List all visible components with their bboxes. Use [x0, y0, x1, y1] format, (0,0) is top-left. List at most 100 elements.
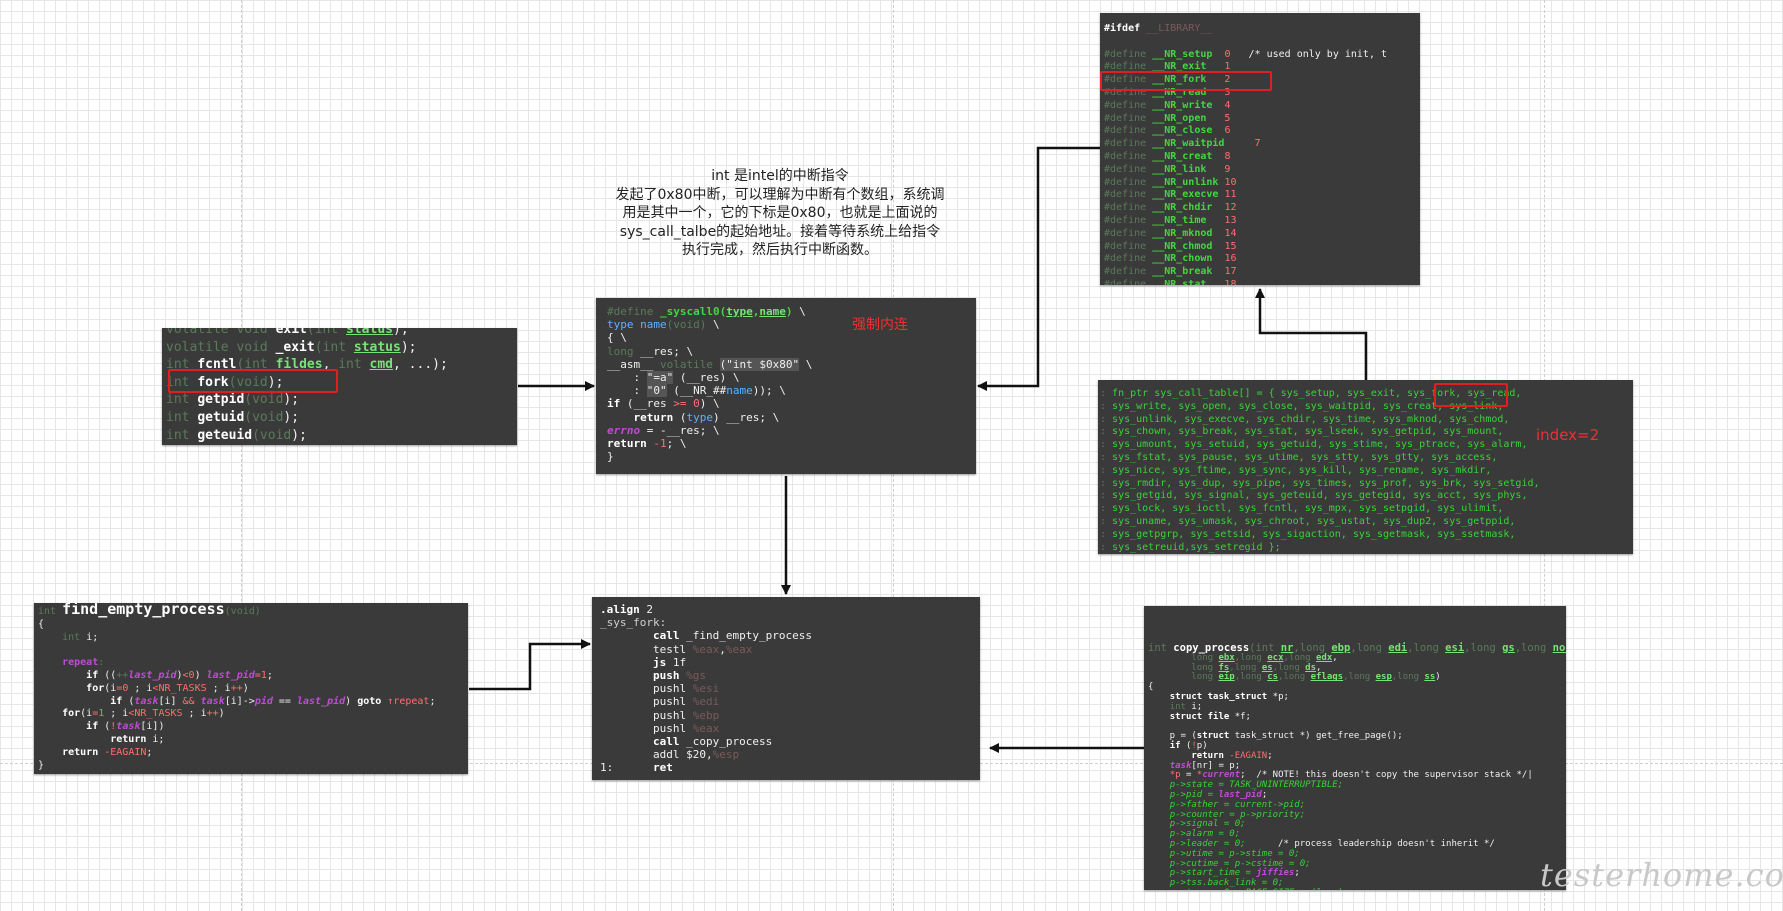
code-token: geteuid — [197, 427, 253, 443]
code-token: return — [62, 746, 105, 758]
code-token: ); — [393, 328, 409, 337]
code-token: { — [38, 618, 45, 630]
code-token: for — [86, 682, 105, 694]
code-line: #define __NR_stat 18 — [1104, 279, 1416, 285]
code-token: /* used only by init, t — [1230, 48, 1388, 60]
code-line: #define __NR_break 17 — [1104, 266, 1416, 279]
code-line: #define __NR_mknod 14 — [1104, 228, 1416, 241]
code-token: ; \ — [666, 437, 687, 451]
code-token: long — [1191, 672, 1219, 683]
code-line: #ifdef __LIBRARY__ — [1104, 23, 1416, 36]
code-token: #define — [1104, 61, 1153, 73]
code-token: type — [726, 305, 753, 318]
code-token: int — [166, 392, 198, 408]
code-token: _copy_process — [686, 735, 773, 749]
code-line: return -EAGAIN; — [38, 747, 464, 760]
code-token: sys_unlink, sys_execve, sys_chdir, sys_t… — [1112, 413, 1510, 425]
code-token: \ — [799, 357, 813, 371]
code-line: #define __NR_close 6 — [1104, 125, 1416, 138]
code-token: (void — [244, 392, 284, 408]
code-token: 7 — [1254, 138, 1261, 150]
code-token — [1148, 868, 1170, 878]
code-token: *p; — [1272, 691, 1289, 702]
code-block: int copy_process(int nr,long ebp,long ed… — [1144, 606, 1566, 890]
code-token: p->alarm = 0; — [1169, 829, 1241, 840]
code-token: ebx — [1218, 652, 1235, 663]
code-token: __NR_link — [1152, 163, 1207, 175]
code-token: return — [110, 733, 153, 745]
code-token: ); — [283, 392, 300, 408]
code-line: push %gs — [600, 669, 972, 682]
code-token: last_pid — [1218, 789, 1262, 800]
code-token: current — [1202, 770, 1241, 781]
code-token: esp — [1375, 672, 1392, 683]
code-line: long fs,long es,long ds, — [1148, 662, 1562, 674]
code-token: ,long — [1234, 652, 1268, 663]
code-token: ; — [1267, 750, 1273, 761]
code-token: task_struct *) get_free_page(); — [1234, 731, 1403, 742]
code-token: (__res — [626, 397, 674, 411]
code-token: : — [1100, 528, 1113, 540]
code-token: %esi — [692, 682, 720, 696]
code-line: repeat: — [38, 657, 464, 670]
code-token: ( — [104, 682, 111, 694]
code-token — [1212, 151, 1224, 162]
code-token: edi — [1388, 642, 1408, 654]
code-token: [nr] = p; — [1191, 760, 1241, 771]
code-token — [600, 709, 653, 722]
code-line: #define __NR_setup 0 /* used only by ini… — [1104, 49, 1416, 62]
code-token: { — [1148, 682, 1154, 693]
code-token: 11 — [1224, 189, 1237, 201]
code-token: call — [652, 735, 687, 749]
copy-process: int copy_process(int nr,long ebp,long ed… — [1144, 606, 1566, 890]
code-token: int — [62, 631, 87, 643]
code-token: eflags — [1310, 672, 1344, 683]
code-token: p->signal = 0; — [1169, 819, 1246, 830]
code-line: volatile void exit(int status); — [166, 328, 513, 339]
code-line: #define __NR_chown 16 — [1104, 253, 1416, 266]
code-token: : — [1100, 388, 1113, 399]
code-block: volatile void exit(int status);volatile … — [162, 328, 517, 444]
code-token: last_pid — [128, 669, 177, 681]
code-line: p->utime = p->stime = 0; — [1148, 849, 1562, 860]
code-token: long — [607, 344, 641, 358]
code-line: volatile void _exit(int status); — [166, 339, 513, 357]
code-line: } — [38, 760, 464, 773]
code-token: ; — [1294, 868, 1300, 879]
code-token: 1: — [600, 761, 653, 775]
code-token: } — [38, 759, 45, 771]
code-line: : sys_fstat, sys_pause, sys_utime, sys_s… — [1100, 452, 1631, 465]
code-token — [1148, 712, 1170, 722]
code-token — [1212, 100, 1224, 111]
code-token: #define — [1104, 202, 1153, 214]
code-token: : — [98, 657, 105, 669]
code-line: if (!task[i]) — [38, 721, 464, 734]
code-line: *p = *current; /* NOTE! this doesn't cop… — [1148, 770, 1562, 781]
code-token: %eax — [725, 642, 753, 656]
code-token: ) — [194, 669, 207, 681]
sys-call-table: : fn_ptr sys_call_table[] = { sys_setup,… — [1098, 380, 1633, 554]
code-token: none — [1552, 642, 1566, 654]
code-token: __NR_read — [1152, 86, 1207, 98]
code-token — [1148, 761, 1170, 771]
code-token: last_pid — [206, 669, 255, 681]
code-token — [38, 657, 62, 668]
code-token: * — [1196, 770, 1203, 781]
code-token — [607, 411, 634, 424]
code-line: _sys_fork: — [600, 616, 972, 629]
code-line: : "0" (__NR_##name)); \ — [607, 384, 965, 398]
code-token: testl — [652, 642, 693, 656]
code-token: __NR_creat — [1152, 150, 1213, 162]
code-line: #define __NR_time 13 — [1104, 215, 1416, 228]
code-line: call _find_empty_process — [600, 629, 972, 642]
code-token: #define — [1104, 48, 1153, 60]
code-token: int — [166, 427, 198, 443]
code-token: i; — [152, 733, 165, 745]
code-token: ,long — [1391, 672, 1425, 683]
code-token: = — [1180, 770, 1197, 781]
code-token: fs — [1218, 662, 1230, 673]
code-token: ) \ — [699, 397, 720, 411]
code-line: int copy_process(int nr,long ebp,long ed… — [1148, 642, 1566, 654]
code-token: #define — [1104, 227, 1153, 239]
code-token: __NR_chown — [1152, 253, 1213, 265]
